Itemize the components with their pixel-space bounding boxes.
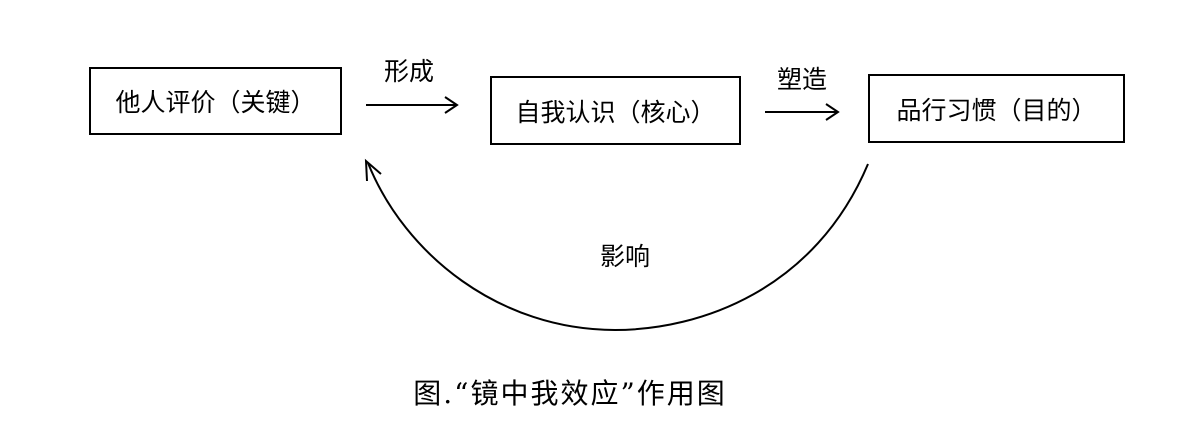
edge-label-shape: 塑造: [777, 65, 828, 94]
node-conduct-habits-label: 品行习惯（目的）: [896, 95, 1097, 125]
node-others-evaluation-label: 他人评价（关键）: [115, 88, 316, 117]
figure-caption: 图.“镜中我效应”作用图: [413, 377, 727, 410]
node-self-awareness-label: 自我认识（核心）: [515, 97, 716, 127]
node-conduct-habits: 品行习惯（目的）: [868, 74, 1125, 143]
arrow-left-to-middle: [366, 96, 459, 114]
arrow-right-to-left-curve: [364, 158, 869, 332]
node-self-awareness: 自我认识（核心）: [490, 76, 741, 145]
arrow-middle-to-right: [765, 103, 840, 121]
edge-label-influence: 影响: [600, 242, 651, 271]
edge-label-form: 形成: [384, 57, 435, 86]
node-others-evaluation: 他人评价（关键）: [89, 67, 342, 135]
